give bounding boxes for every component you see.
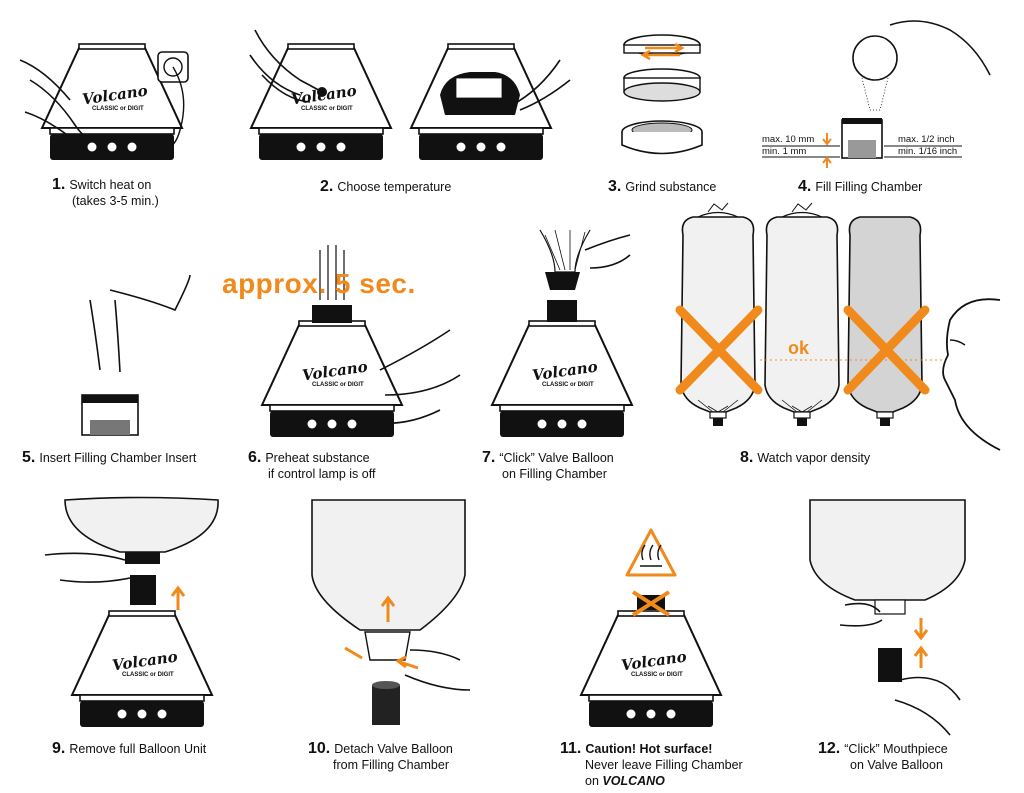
step-2-caption: 2.Choose temperature (320, 178, 452, 195)
device-model-7: CLASSIC or DIGIT (542, 382, 594, 388)
max-inch-label: max. 1/2 inch (898, 134, 955, 145)
max-mm-label: max. 10 mm (762, 134, 815, 145)
step1-illustration (19, 43, 189, 161)
device-model-1: CLASSIC or DIGIT (92, 106, 144, 112)
step-7-caption: 7.“Click” Valve Balloon on Filling Chamb… (482, 449, 614, 482)
step-11-caption: 11.Caution! Hot surface! Never leave Fil… (560, 740, 743, 789)
ok-label: ok (788, 338, 810, 358)
step-1-caption: 1.Switch heat on (takes 3-5 min.) (52, 176, 159, 209)
step-5-caption: 5.Insert Filling Chamber Insert (22, 449, 197, 466)
step-10-caption: 10.Detach Valve Balloon from Filling Cha… (308, 740, 453, 773)
device-model-2: CLASSIC or DIGIT (301, 106, 353, 112)
step3-grinder (621, 34, 703, 155)
step-4-caption: 4.Fill Filling Chamber (798, 178, 923, 195)
device-model-6: CLASSIC or DIGIT (312, 382, 364, 388)
step-8-caption: 8.Watch vapor density (740, 449, 871, 466)
step-3-caption: 3.Grind substance (608, 178, 717, 195)
step12-mouthpiece (809, 499, 966, 736)
device-model-11: CLASSIC or DIGIT (631, 672, 683, 678)
step11-caution (580, 528, 722, 728)
step9-remove (44, 496, 219, 728)
device-model-9: CLASSIC or DIGIT (122, 672, 174, 678)
step-9-caption: 9.Remove full Balloon Unit (52, 740, 207, 757)
approx-time-label: approx. 5 sec. (222, 268, 416, 299)
step8-balloons (675, 202, 1001, 451)
step7-click-balloon (491, 229, 633, 438)
min-mm-label: min. 1 mm (762, 146, 807, 157)
step-6-caption: 6.Preheat substance if control lamp is o… (248, 449, 376, 482)
step2-illustration (249, 29, 392, 161)
min-inch-label: min. 1/16 inch (898, 146, 958, 157)
step-12-caption: 12.“Click” Mouthpiece on Valve Balloon (818, 740, 948, 773)
step6-preheat (261, 245, 461, 438)
step4-filling (762, 20, 991, 168)
step5-insert (81, 274, 191, 436)
step2b-illustration (410, 43, 571, 161)
step10-detach (311, 499, 471, 725)
